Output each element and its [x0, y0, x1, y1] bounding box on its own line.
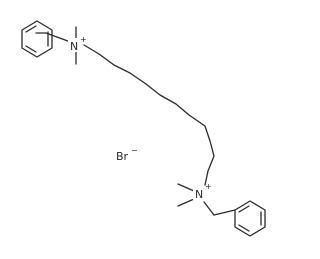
molecule-drawing: N + Br − N +	[21, 20, 266, 237]
ammonium-top: N +	[68, 26, 87, 65]
benzene-bottom-double-3	[238, 224, 250, 232]
charge-label-top: +	[80, 35, 87, 44]
benzyl-ch2-bond-bottom-b	[213, 209, 236, 216]
nitrogen-label-bottom: N	[195, 188, 203, 201]
benzene-ring-top-outer	[21, 20, 53, 58]
bromide-ion: Br −	[116, 146, 138, 163]
benzene-top-double-1	[25, 25, 37, 33]
n-label-bg-bottom	[193, 186, 210, 200]
benzene-ring-bottom-outer	[234, 200, 266, 237]
methyl-bond-bottom-1	[177, 183, 195, 192]
n-label-bg-top	[68, 38, 85, 52]
benzene-top-double-3	[25, 45, 37, 53]
alkyl-chain	[83, 44, 215, 186]
bromide-label: Br	[116, 150, 129, 163]
benzene-ring-bottom	[234, 200, 266, 237]
benzyl-ch2-bond-bottom-a	[203, 201, 215, 216]
benzene-bottom-double-1	[238, 205, 250, 213]
structure-canvas: N + Br − N +	[21, 20, 266, 237]
charge-label-bottom: +	[205, 182, 212, 191]
benzene-ring-top	[21, 20, 53, 58]
methyl-bond-bottom-2	[177, 198, 195, 207]
ammonium-bottom: N +	[177, 182, 236, 216]
alkyl-chain-zigzag	[83, 44, 215, 186]
nitrogen-label-top: N	[70, 40, 78, 53]
bromide-charge: −	[131, 146, 138, 155]
